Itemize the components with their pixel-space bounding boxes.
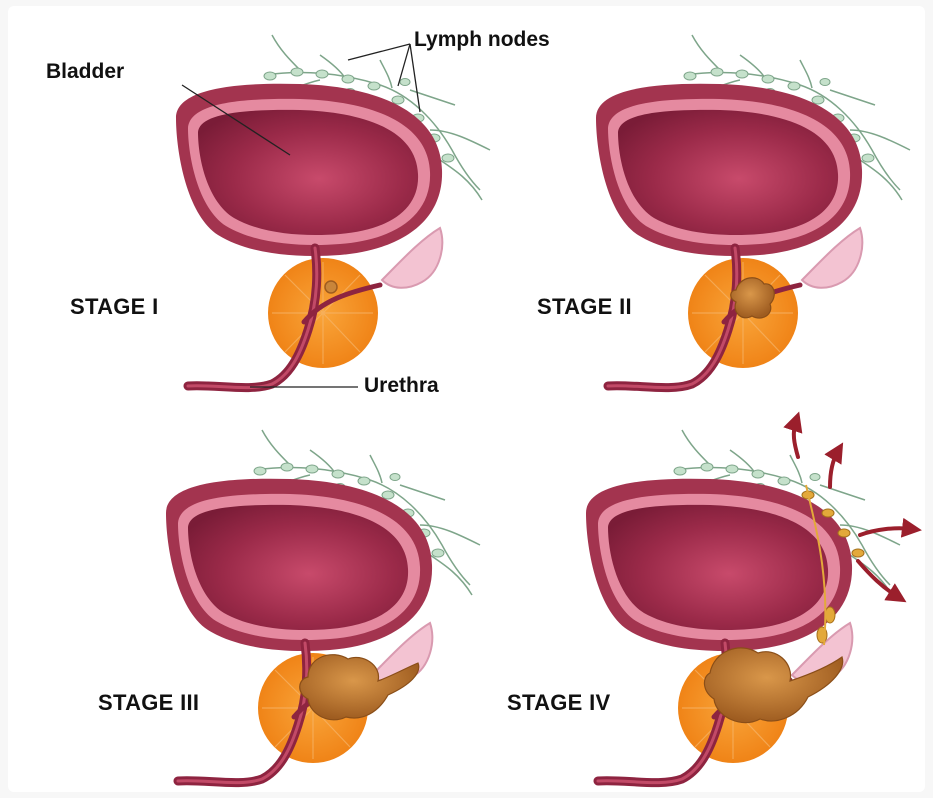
stage-1-illustration <box>176 35 490 388</box>
stage-4-illustration <box>586 421 912 783</box>
lymph-nodes-label: Lymph nodes <box>414 28 550 52</box>
stage-2-label: STAGE II <box>537 294 632 320</box>
stage-1-label: STAGE I <box>70 294 158 320</box>
bladder-prostate-graphic <box>176 84 442 388</box>
metastasis-arrow-2 <box>830 451 838 487</box>
metastasis-arrow-1 <box>794 421 798 457</box>
stage-4-label: STAGE IV <box>507 690 610 716</box>
bladder-prostate-graphic <box>586 479 852 783</box>
metastasis-arrow-4 <box>858 561 898 597</box>
stage-3-label: STAGE III <box>98 690 199 716</box>
lymph-pointer-line-1 <box>348 44 410 60</box>
bladder-prostate-graphic <box>166 479 432 783</box>
tumor-small <box>325 281 337 293</box>
metastasis-arrow-3 <box>860 528 912 535</box>
urethra-label: Urethra <box>364 374 439 398</box>
stage-2-illustration <box>596 35 910 388</box>
bladder-prostate-graphic <box>596 84 862 388</box>
bladder-label: Bladder <box>46 60 124 84</box>
stage-3-illustration <box>166 430 480 783</box>
